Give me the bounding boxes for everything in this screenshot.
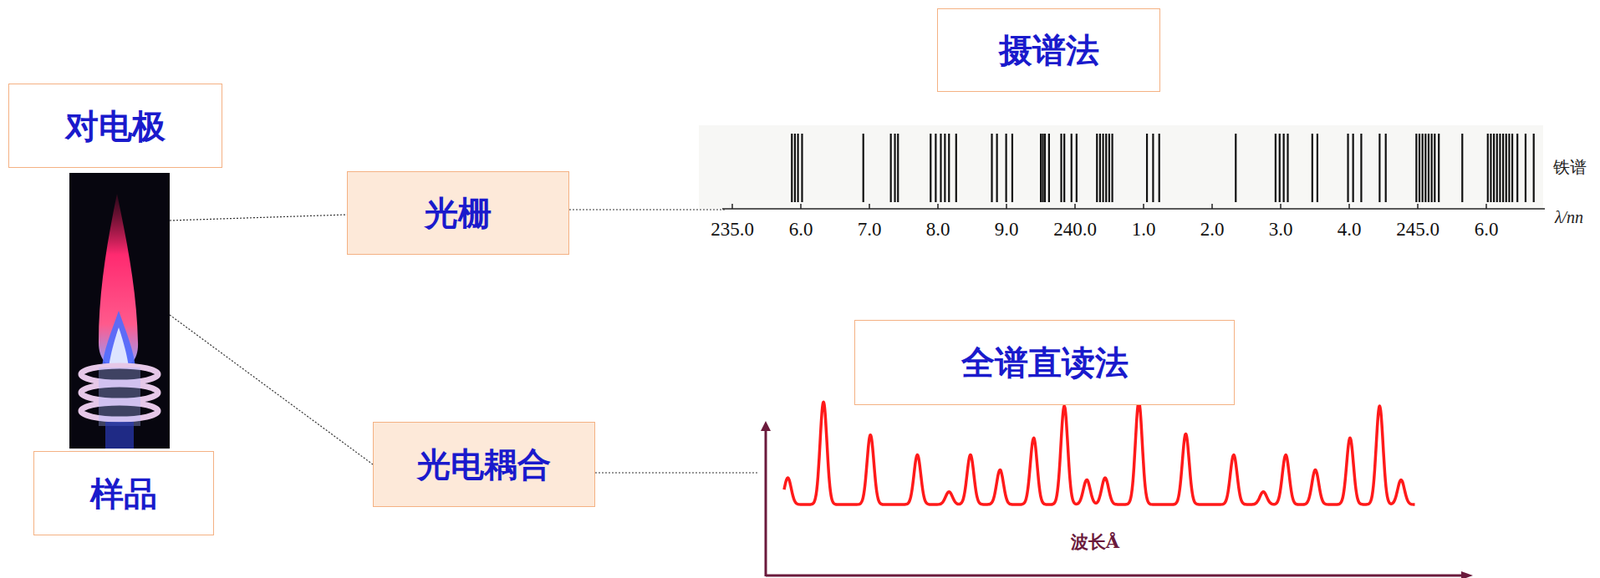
axis-tick-label: 245.0 bbox=[1396, 219, 1440, 240]
label-box: 全谱直读法 bbox=[854, 320, 1235, 406]
leader-line bbox=[595, 472, 760, 474]
box-text: 对电极 bbox=[65, 107, 166, 145]
box-text: 样品 bbox=[90, 475, 158, 513]
emission-spectrum-chart bbox=[760, 402, 1473, 578]
plasma-torch bbox=[69, 173, 170, 449]
leader-line bbox=[169, 214, 347, 221]
box-text: 光电耦合 bbox=[417, 446, 551, 484]
axis-tick-label: 6.0 bbox=[789, 219, 814, 240]
axis-tick-label: 8.0 bbox=[926, 219, 951, 240]
iron-spectrum-plate bbox=[698, 125, 1545, 209]
axis-tick-label: 235.0 bbox=[710, 219, 755, 240]
axis-tick-label: 2.0 bbox=[1200, 219, 1225, 240]
axis-tick-label: 7.0 bbox=[857, 219, 882, 240]
label-box: 样品 bbox=[33, 451, 215, 536]
leader-line bbox=[569, 208, 726, 210]
leader-line bbox=[169, 315, 373, 465]
plate-label: λ/nn bbox=[1554, 208, 1584, 226]
label-box: 光电耦合 bbox=[372, 422, 596, 508]
label-box: 对电极 bbox=[8, 83, 223, 169]
box-text: 摄谱法 bbox=[998, 31, 1100, 69]
axis-tick-label: 3.0 bbox=[1268, 219, 1294, 240]
axis-tick-label: 9.0 bbox=[994, 219, 1020, 240]
axis-tick-label: 6.0 bbox=[1474, 219, 1499, 240]
plate-label: 铁谱 bbox=[1553, 158, 1587, 176]
axis-tick-label: 1.0 bbox=[1131, 219, 1157, 240]
label-box: 摄谱法 bbox=[937, 8, 1161, 92]
box-text: 光栅 bbox=[424, 194, 492, 232]
axis-tick-label: 4.0 bbox=[1337, 219, 1362, 240]
label-box: 光栅 bbox=[346, 171, 570, 255]
axis-tick-label: 240.0 bbox=[1053, 219, 1097, 240]
axis-title: 波长Å bbox=[1070, 533, 1120, 551]
box-text: 全谱直读法 bbox=[961, 344, 1129, 382]
